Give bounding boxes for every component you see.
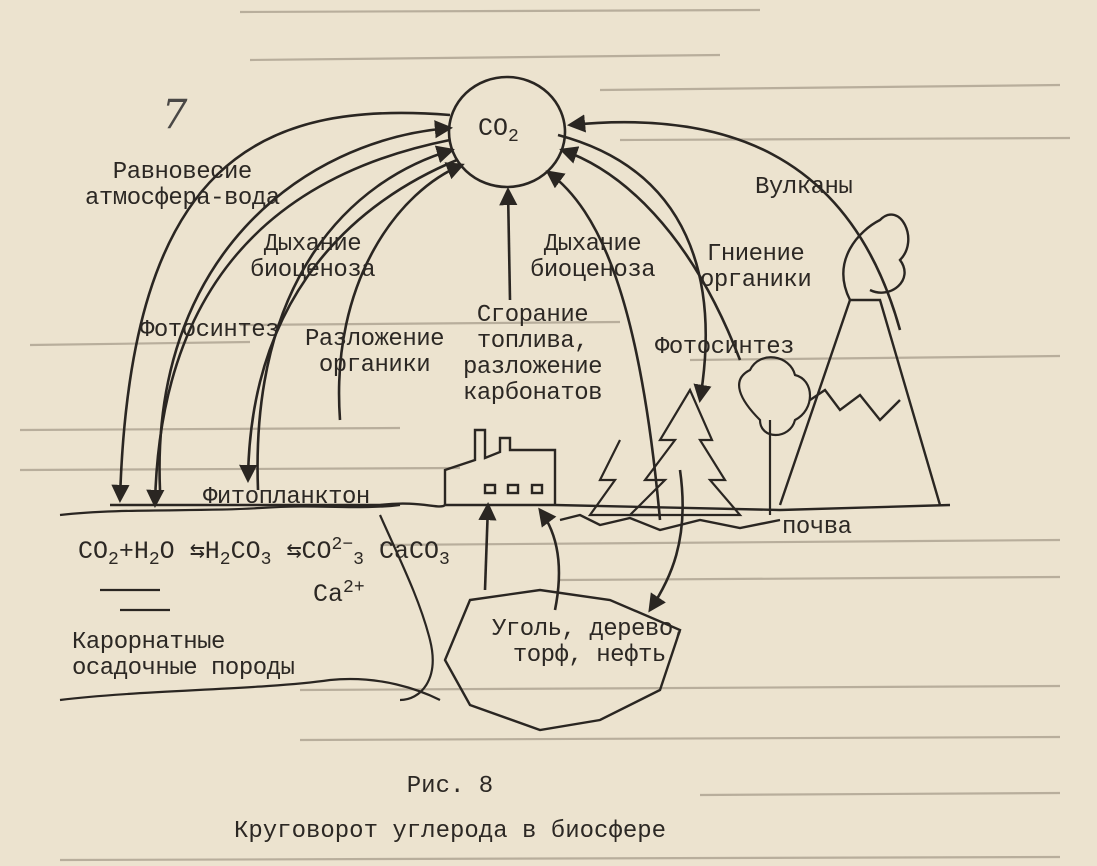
eq-co3-sup: 2− xyxy=(331,535,354,555)
uptake-arrows xyxy=(111,111,712,613)
co2-label: CO2 xyxy=(478,116,519,150)
label-photosynthesis-left: Фотосинтез xyxy=(140,317,280,344)
label-soil: почва xyxy=(782,514,852,541)
arrow-fuel-burning xyxy=(478,501,497,591)
label-decomposition: Разложение органики xyxy=(305,326,445,379)
ground-line xyxy=(110,502,951,532)
eq-co2-sub: 2 xyxy=(108,550,119,570)
label-combustion: Сгорание топлива, разложение карбонатов xyxy=(463,302,603,407)
eq-h2o-o: O xyxy=(159,537,175,566)
label-photosynthesis-right: Фотосинтез xyxy=(655,334,795,361)
carbonate-equation: CO2+H2O ⇆H2CO3 ⇆CO2−3 CaCO3 xyxy=(78,532,450,573)
eq-caco3-sub: 3 xyxy=(438,550,450,570)
arrow-co2-to-forest xyxy=(557,133,712,403)
eq-caco3: CaCO xyxy=(378,537,439,566)
eq-ca-sup: 2+ xyxy=(343,578,365,598)
arrow-co2-to-phytoplankton xyxy=(239,158,458,484)
label-carbonate-rocks: Карорнатные осадочные породы xyxy=(72,629,295,682)
label-decay: Гниение органики xyxy=(700,241,812,294)
eq-ca: Ca xyxy=(313,580,344,609)
eq-h2co3-sub2: 3 xyxy=(260,550,272,570)
arrow-decay-to-co2 xyxy=(559,146,742,361)
co2-label-sub: 2 xyxy=(508,127,519,147)
eq-plus: + xyxy=(118,537,134,566)
page-number-mark: 7 xyxy=(162,92,188,138)
arrow-co2-to-water xyxy=(146,138,451,509)
figure-caption: Круговорот углерода в биосфере xyxy=(233,818,667,845)
fossil-deposit xyxy=(443,588,682,732)
label-volcanoes: Вулканы xyxy=(755,174,853,201)
eq-arrow-2: ⇆ xyxy=(286,537,302,566)
label-respiration-left: Дыхание биоценоза xyxy=(250,231,376,284)
calcium-ion: Ca2+ xyxy=(313,575,365,608)
arrow-forest-to-fuel xyxy=(648,469,684,613)
arrow-co2-to-water-outer xyxy=(111,111,451,504)
arrow-decomposition-to-co2 xyxy=(337,162,465,421)
arrow-volcanoes-to-co2 xyxy=(566,114,902,331)
figure-number: Рис. 8 xyxy=(406,773,494,800)
arrow-ground-to-fuel xyxy=(538,507,561,611)
eq-h2o-sub: 2 xyxy=(148,550,160,570)
label-equilibrium: Равновесие атмосфера-вода xyxy=(85,159,280,212)
eq-co3: CO xyxy=(301,537,332,566)
eq-h2co3-sub: 2 xyxy=(219,550,231,570)
eq-co3-sub: 3 xyxy=(353,550,364,570)
volcano-drawing xyxy=(778,213,942,506)
label-fossil-fuels: Уголь, дерево, торф, нефть xyxy=(492,616,687,669)
arrow-right-respiration-to-co2 xyxy=(545,170,662,521)
eq-h2co3-h: H xyxy=(204,537,220,566)
eq-h2co3-co: CO xyxy=(230,537,261,566)
eq-h2o-h: H xyxy=(133,537,149,566)
arrow-equilibrium-up xyxy=(158,120,454,491)
eq-co2: CO xyxy=(78,537,109,566)
factory-drawing xyxy=(443,428,557,505)
forest-drawing xyxy=(587,356,811,517)
flux-arrows xyxy=(158,114,902,611)
arrow-combustion-to-co2 xyxy=(499,186,518,301)
label-respiration-right: Дыхание биоценоза xyxy=(530,231,656,284)
paper-texture xyxy=(19,8,1071,862)
eq-arrow-1: ⇆ xyxy=(189,537,205,566)
water-surface xyxy=(59,503,441,702)
co2-label-base: CO xyxy=(478,114,509,143)
label-phytoplankton: Фитопланктон xyxy=(203,484,370,511)
arrow-left-respiration-to-co2 xyxy=(256,145,455,491)
